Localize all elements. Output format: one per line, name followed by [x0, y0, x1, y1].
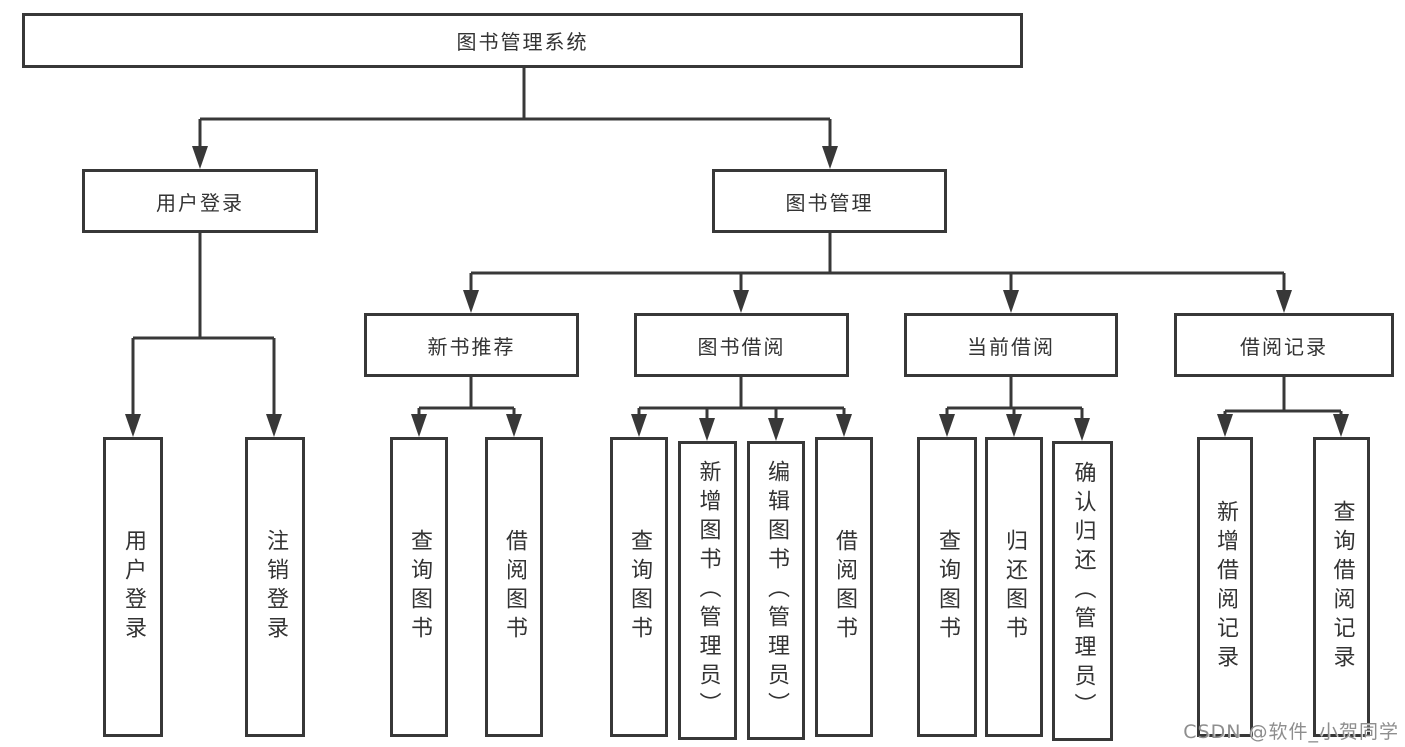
- leaf-label: 查询图书: [627, 529, 652, 645]
- arrow-down-icon: [506, 414, 522, 437]
- leaf-user-login: 用户登录: [103, 437, 163, 737]
- leaf-label: 新增图书（管理员）: [695, 460, 721, 721]
- csdn-watermark: CSDN @软件_小贺同学: [1183, 721, 1399, 743]
- leaf-label: 确认归还（管理员）: [1070, 460, 1096, 722]
- node-current-borrowing: 当前借阅: [904, 313, 1118, 377]
- leaf-label: 新增借阅记录: [1213, 500, 1238, 674]
- leaf-borrowing-add-books-admin: 新增图书（管理员）: [678, 441, 737, 740]
- arrow-down-icon: [836, 414, 852, 437]
- arrow-down-icon: [939, 414, 955, 437]
- arrow-down-icon: [411, 414, 427, 437]
- arrow-down-icon: [768, 418, 784, 441]
- node-library-management-system: 图书管理系统: [22, 13, 1023, 68]
- leaf-recommend-query-books: 查询图书: [390, 437, 448, 737]
- leaf-label: 注销登录: [263, 529, 288, 645]
- leaf-logout: 注销登录: [245, 437, 305, 737]
- arrow-down-icon: [631, 414, 647, 437]
- tree-branch-lines: [131, 68, 1343, 423]
- leaf-records-query-record: 查询借阅记录: [1313, 437, 1370, 737]
- leaf-label: 借阅图书: [832, 529, 857, 645]
- arrow-down-icon: [1003, 290, 1019, 313]
- leaf-label: 借阅图书: [502, 529, 527, 645]
- arrow-down-icon: [192, 146, 208, 169]
- arrow-down-icon: [125, 414, 141, 437]
- arrow-down-icon: [733, 290, 749, 313]
- node-book-management: 图书管理: [712, 169, 947, 233]
- leaf-borrowing-edit-books-admin: 编辑图书（管理员）: [747, 441, 805, 740]
- arrow-down-icon: [1276, 290, 1292, 313]
- leaf-current-return-books: 归还图书: [985, 437, 1043, 737]
- leaf-borrowing-borrow-books: 借阅图书: [815, 437, 873, 737]
- leaf-recommend-borrow-books: 借阅图书: [485, 437, 543, 737]
- node-new-book-recommendation: 新书推荐: [364, 313, 579, 377]
- leaf-records-add-record: 新增借阅记录: [1197, 437, 1253, 737]
- leaf-label: 查询图书: [935, 529, 960, 645]
- arrow-down-icon: [463, 290, 479, 313]
- node-borrowing-records: 借阅记录: [1174, 313, 1394, 377]
- leaf-current-confirm-return-admin: 确认归还（管理员）: [1052, 441, 1113, 741]
- arrow-down-icon: [1333, 414, 1349, 437]
- leaf-label: 归还图书: [1002, 529, 1027, 645]
- arrow-down-icon: [1006, 414, 1022, 437]
- leaf-label: 编辑图书（管理员）: [764, 460, 789, 721]
- leaf-label: 查询图书: [407, 529, 432, 645]
- arrow-down-icon: [699, 418, 715, 441]
- node-user-login: 用户登录: [82, 169, 318, 233]
- leaf-label: 用户登录: [121, 529, 146, 645]
- arrow-down-icon: [822, 146, 838, 169]
- arrow-down-icon: [266, 414, 282, 437]
- leaf-current-query-books: 查询图书: [917, 437, 977, 737]
- arrow-down-icon: [1074, 418, 1090, 441]
- arrowhead-icons: [125, 146, 1349, 441]
- arrow-down-icon: [1217, 414, 1233, 437]
- leaf-borrowing-query-books: 查询图书: [610, 437, 668, 737]
- leaf-label: 查询借阅记录: [1329, 500, 1355, 674]
- node-book-borrowing: 图书借阅: [634, 313, 849, 377]
